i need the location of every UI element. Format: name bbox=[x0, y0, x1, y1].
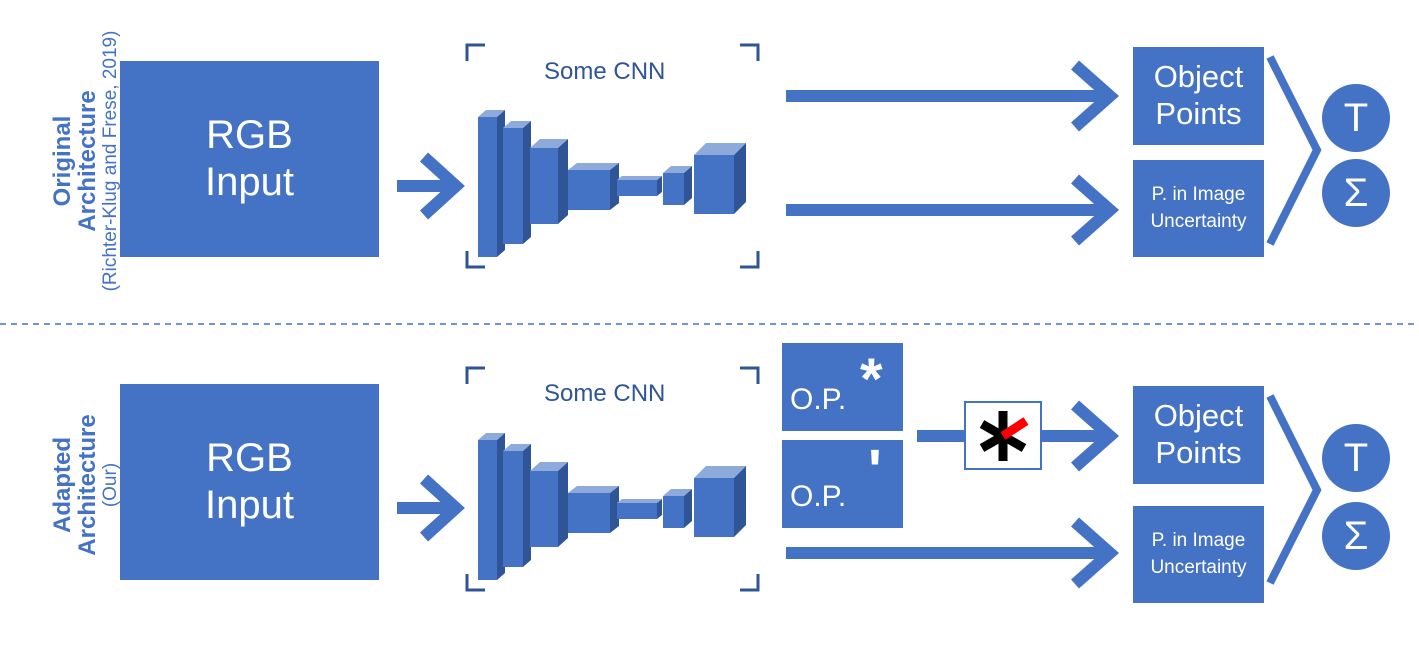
op-star-box: O.P. * bbox=[782, 343, 903, 431]
op-star-label: O.P. bbox=[790, 383, 847, 416]
arrow-cnn-to-uncertainty-original bbox=[786, 174, 1120, 246]
arrow-input-to-cnn-original bbox=[397, 152, 465, 220]
cnn-stack-adapted bbox=[478, 433, 746, 580]
cnn-label-adapted: Some CNN bbox=[544, 380, 666, 407]
uncertainty-box-adapted: P. in Image Uncertainty bbox=[1133, 506, 1264, 603]
t-circle-adapted: T bbox=[1322, 424, 1390, 492]
object-points-box-original: Object Points bbox=[1133, 47, 1264, 145]
sigma-circle-adapted: Σ bbox=[1322, 502, 1390, 570]
cnn-frame-adapted bbox=[465, 366, 760, 592]
merge-chevron-original bbox=[1266, 55, 1322, 246]
t-circle-original: T bbox=[1322, 84, 1390, 152]
merge-chevron-adapted bbox=[1266, 394, 1322, 585]
arrow-cnn-to-uncertainty-adapted bbox=[786, 517, 1120, 589]
combine-operator-icon bbox=[964, 401, 1042, 470]
cnn-label-original: Some CNN bbox=[544, 58, 666, 85]
rgb-input-box-original: RGB Input bbox=[120, 61, 379, 257]
arrow-input-to-cnn-adapted bbox=[397, 474, 465, 542]
op-prime-box: O.P. ' bbox=[782, 440, 903, 528]
cnn-frame-original bbox=[465, 43, 760, 269]
sigma-circle-original: Σ bbox=[1322, 159, 1390, 227]
op-prime-label: O.P. bbox=[790, 480, 847, 513]
arrow-cnn-to-object-points-original bbox=[786, 60, 1120, 132]
diagram-graphics bbox=[0, 43, 1419, 592]
rgb-input-box-adapted: RGB Input bbox=[120, 384, 379, 580]
cnn-stack-original bbox=[478, 110, 746, 257]
op-prime-mark: ' bbox=[868, 438, 882, 503]
uncertainty-box-original: P. in Image Uncertainty bbox=[1133, 160, 1264, 257]
op-star-mark: * bbox=[860, 347, 883, 412]
object-points-box-adapted: Object Points bbox=[1133, 386, 1264, 484]
